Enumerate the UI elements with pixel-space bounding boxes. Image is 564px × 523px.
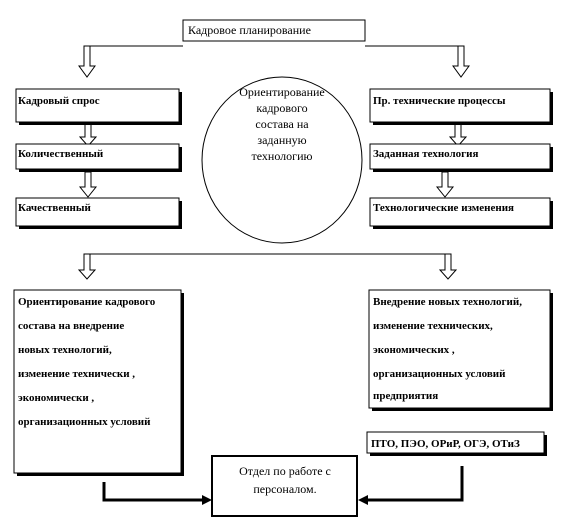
center-line-4: заданную — [257, 133, 306, 147]
left-large-line-6: организационных условий — [18, 416, 151, 428]
connector-lines — [87, 45, 461, 255]
departments-box: ПТО, ПЭО, ОРиР, ОГЭ, ОТиЗ — [366, 431, 547, 456]
hr-arrow-right-icon — [368, 466, 464, 502]
arrow-left-2-icon — [78, 171, 98, 198]
left-large-line-1: Ориентирование кадрового — [18, 296, 156, 308]
arrow-right-1-icon — [448, 123, 468, 147]
right-large-line-3: экономических , — [373, 344, 455, 356]
center-line-3: состава на — [255, 117, 309, 131]
hr-line-2: персоналом. — [253, 482, 316, 496]
left-box-2: Количественный — [15, 143, 182, 172]
left-box-2-label: Количественный — [18, 148, 104, 160]
center-ellipse — [201, 76, 363, 244]
right-box-3: Технологические изменения — [369, 197, 553, 229]
down-arrows — [77, 45, 470, 280]
right-large-line-4: организационных условий — [373, 368, 506, 380]
arrow-title-left-icon — [78, 45, 96, 78]
arrow-mid-right-icon — [438, 253, 458, 280]
left-box-3: Качественный — [15, 197, 182, 229]
right-box-1: Пр. технические процессы — [369, 88, 553, 125]
title-box — [182, 19, 366, 42]
left-box-1-label: Кадровый спрос — [18, 95, 100, 107]
left-box-3-label: Качественный — [18, 202, 91, 214]
left-large-line-5: экономически , — [18, 392, 94, 404]
arrow-mid-left-icon — [77, 253, 97, 280]
right-box-1-label: Пр. технические процессы — [373, 95, 506, 107]
left-box-1: Кадровый спрос — [15, 88, 182, 125]
left-large-line-2: состава на внедрение — [18, 320, 124, 332]
center-text: Ориентирование кадрового состава на зада… — [239, 85, 325, 163]
left-large-box: Ориентирование кадрового состава на внед… — [13, 289, 184, 476]
hr-arrows — [102, 466, 464, 505]
hr-arrow-left-icon — [102, 482, 204, 502]
right-large-line-2: изменение технических, — [373, 320, 493, 332]
arrow-right-2-icon — [435, 171, 455, 198]
left-large-line-3: новых технологий, — [18, 344, 112, 356]
center-line-5: технологию — [252, 149, 313, 163]
right-large-line-5: предприятия — [373, 390, 438, 402]
right-box-2-label: Заданная технология — [373, 148, 479, 160]
right-large-line-1: Внедрение новых технологий, — [373, 296, 522, 308]
center-line-1: Ориентирование — [239, 85, 325, 99]
left-large-line-4: изменение технически , — [18, 368, 135, 380]
arrow-left-1-icon — [78, 123, 98, 147]
title-text: Кадровое планирование — [188, 23, 311, 37]
center-line-2: кадрового — [256, 101, 307, 115]
right-box-3-label: Технологические изменения — [373, 202, 514, 214]
right-box-2: Заданная технология — [369, 143, 553, 172]
hr-line-1: Отдел по работе с — [239, 464, 331, 478]
arrow-title-right-icon — [452, 45, 470, 78]
hr-box: Отдел по работе с персоналом. — [211, 455, 358, 517]
departments-label: ПТО, ПЭО, ОРиР, ОГЭ, ОТиЗ — [371, 438, 520, 450]
right-large-box: Внедрение новых технологий, изменение те… — [368, 289, 553, 411]
